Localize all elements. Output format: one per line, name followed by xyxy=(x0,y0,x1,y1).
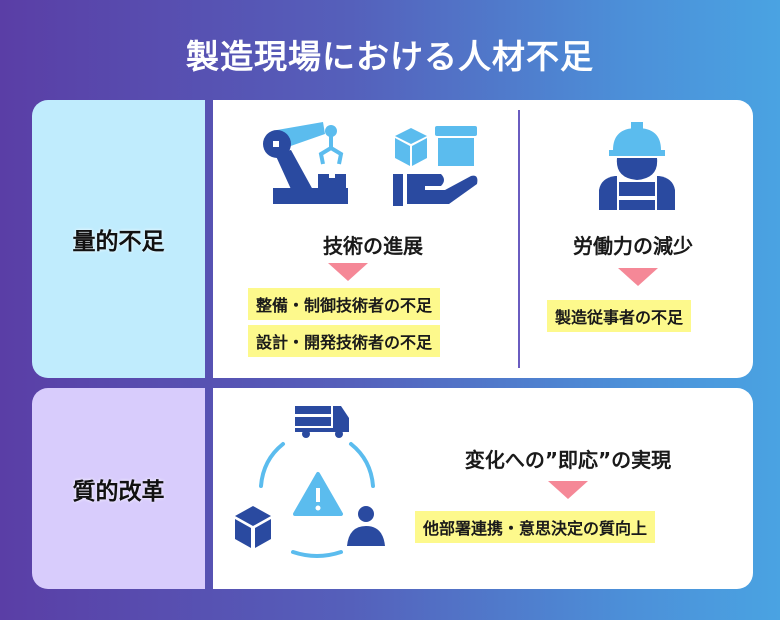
quantitative-panel: 技術の進展 整備・制御技術者の不足 設計・開発技術者の不足 労働力の減少 製造従… xyxy=(213,100,753,378)
section-label-qualitative: 質的改革 xyxy=(32,388,205,589)
result-highlight: 製造従事者の不足 xyxy=(547,300,692,332)
qualitative-panel: 変化への”即応”の実現 他部署連携・意思決定の質向上 xyxy=(213,388,753,589)
page-title: 製造現場における人材不足 xyxy=(186,37,594,76)
truck-icon xyxy=(295,406,349,438)
person-icon xyxy=(347,506,385,546)
down-arrow-icon xyxy=(328,263,368,281)
worker-icon xyxy=(599,122,675,210)
hand-box-icon xyxy=(393,126,478,206)
result-highlight: 他部署連携・意思決定の質向上 xyxy=(415,511,656,543)
robot-arm-icon xyxy=(263,122,348,204)
heading-tech-progress: 技術の進展 xyxy=(323,234,423,258)
cycle-diagram-icon xyxy=(235,406,385,558)
result-highlight: 設計・開発技術者の不足 xyxy=(248,325,441,357)
warning-icon xyxy=(293,472,343,516)
cube-icon xyxy=(235,506,271,548)
column-divider xyxy=(518,110,520,368)
section-label-quantitative: 量的不足 xyxy=(32,100,205,378)
down-arrow-icon xyxy=(548,481,588,499)
heading-labor-decrease: 労働力の減少 xyxy=(573,234,693,258)
result-highlight: 整備・制御技術者の不足 xyxy=(248,288,441,320)
down-arrow-icon xyxy=(618,268,658,286)
heading-rapid-response: 変化への”即応”の実現 xyxy=(464,448,672,472)
